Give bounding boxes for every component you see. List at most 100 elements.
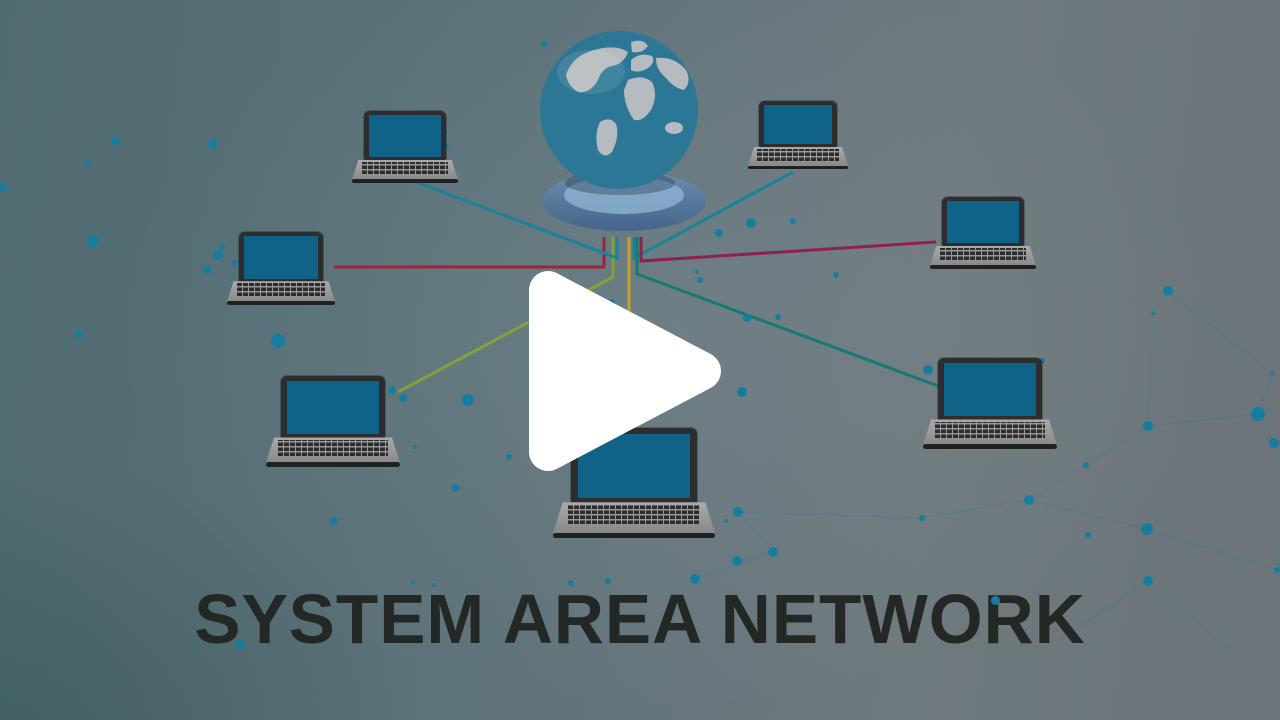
laptop-display <box>287 380 379 435</box>
network-dot <box>775 314 781 320</box>
link-bottom-left <box>397 237 615 394</box>
laptop-display <box>368 114 442 158</box>
laptop-foot <box>748 165 848 169</box>
network-dot <box>1085 532 1091 538</box>
network-dot <box>271 334 285 348</box>
mesh-line <box>1146 528 1149 582</box>
globe-icon <box>540 31 706 231</box>
mesh-line <box>1257 372 1273 415</box>
laptop-screen <box>937 358 1043 420</box>
laptop-display <box>763 104 833 145</box>
laptop-screen <box>570 428 698 503</box>
network-dot <box>733 507 743 517</box>
mesh-line <box>1028 499 1148 530</box>
mesh-line <box>1147 580 1231 651</box>
network-dot <box>833 272 839 278</box>
laptop-screen <box>759 101 837 148</box>
laptop-keyboard <box>278 439 388 456</box>
laptop-keyboard <box>757 148 839 161</box>
network-dot <box>690 574 700 584</box>
network-dot <box>235 640 245 650</box>
network-dot <box>790 218 796 224</box>
laptop-keyboard <box>567 505 701 525</box>
network-dot <box>451 484 459 492</box>
network-dot <box>411 581 415 585</box>
laptop-base <box>227 281 335 302</box>
mesh-line <box>1059 580 1149 641</box>
link-top-right <box>632 170 794 261</box>
network-dot <box>413 445 417 449</box>
network-dot <box>232 260 238 266</box>
network-dot <box>919 515 925 521</box>
mesh-line <box>206 269 279 342</box>
network-dot <box>208 139 218 149</box>
laptop-keyboard <box>935 421 1045 438</box>
network-dot <box>462 394 474 406</box>
laptop-bottom-right-icon <box>923 358 1057 449</box>
laptop-top-left-icon <box>352 111 458 183</box>
network-dot <box>213 250 223 260</box>
network-dot <box>697 277 703 283</box>
laptop-base <box>553 502 715 534</box>
mesh-line <box>736 551 774 562</box>
mesh-line <box>1167 290 1273 374</box>
network-dot <box>724 519 728 523</box>
network-dot <box>1269 438 1279 448</box>
network-dot <box>743 314 751 322</box>
network-dot <box>991 596 1000 605</box>
laptop-screen <box>238 232 324 282</box>
laptop-base <box>352 159 458 180</box>
network-dot <box>388 386 396 394</box>
laptop-base <box>923 419 1057 445</box>
mesh-line <box>1028 464 1087 501</box>
network-dot <box>1143 421 1153 431</box>
mesh-line <box>921 499 1030 519</box>
network-dot <box>399 394 407 402</box>
network-dot <box>1270 371 1274 375</box>
network-dot <box>1024 495 1034 505</box>
network-dot <box>605 578 611 584</box>
laptop-foot <box>227 301 335 305</box>
network-dot <box>1141 523 1153 535</box>
network-dot <box>75 330 83 338</box>
mesh-line <box>92 240 219 256</box>
network-dot <box>219 244 225 250</box>
laptop-base <box>266 437 400 463</box>
network-dot <box>111 137 119 145</box>
globe-continents <box>566 40 689 156</box>
network-dot <box>746 218 756 228</box>
laptop-display <box>243 235 319 279</box>
network-dot <box>715 229 723 237</box>
mesh-line <box>1147 312 1154 427</box>
laptop-display <box>944 362 1036 417</box>
mesh-line <box>1146 528 1278 571</box>
laptop-keyboard <box>236 283 326 296</box>
video-title: SYSTEM AREA NETWORK <box>194 580 1086 658</box>
laptop-bottom-center-icon <box>553 428 715 538</box>
network-dot <box>1251 407 1265 421</box>
network-dot <box>432 583 436 587</box>
link-middle-left <box>334 237 606 269</box>
link-middle-right <box>639 237 937 263</box>
network-dot <box>1151 311 1155 315</box>
laptop-display <box>946 200 1020 244</box>
mesh-line <box>1147 413 1259 427</box>
network-dot <box>506 454 512 460</box>
laptop-foot <box>553 532 715 538</box>
laptop-base <box>930 245 1036 266</box>
link-bottom-right <box>635 237 939 388</box>
play-icon[interactable] <box>529 271 721 471</box>
laptop-foot <box>352 179 458 183</box>
laptop-keyboard <box>939 247 1027 261</box>
network-dot <box>541 41 547 47</box>
network-dot <box>923 365 933 375</box>
laptop-top-right-icon <box>748 101 848 169</box>
network-dot <box>203 266 211 274</box>
laptop-screen <box>280 376 386 438</box>
laptop-middle-right-icon <box>930 197 1036 269</box>
network-dot <box>1163 286 1173 296</box>
